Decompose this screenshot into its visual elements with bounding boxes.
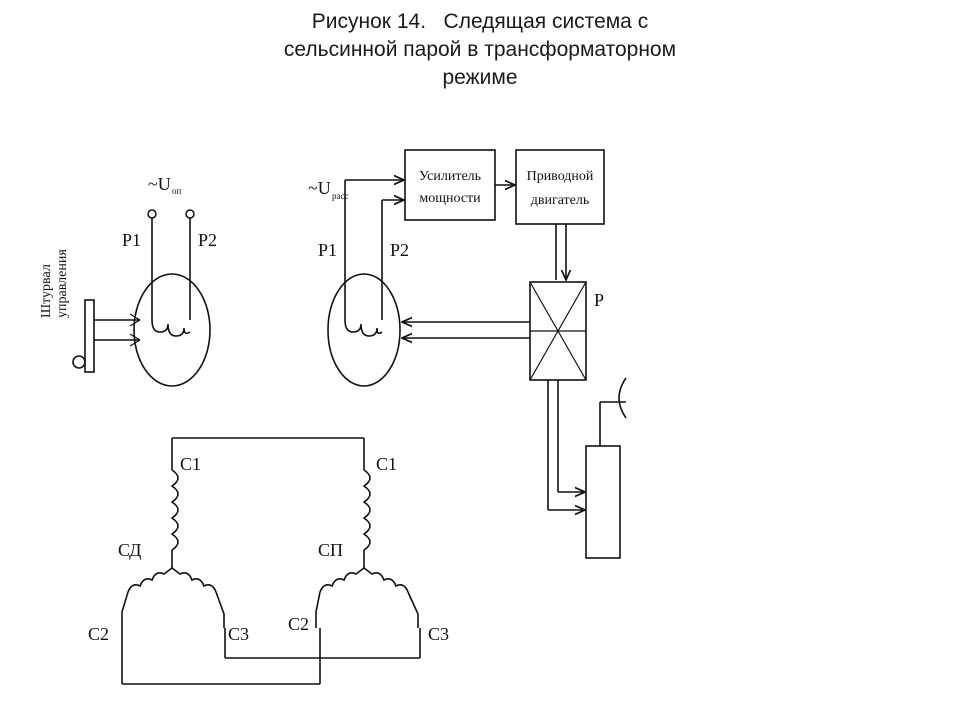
stator-wiring <box>121 437 421 685</box>
load-block <box>585 377 627 559</box>
steering-handle <box>84 299 95 373</box>
sp-c3-label: С3 <box>428 624 449 644</box>
rotor-right-circle <box>327 273 401 387</box>
title-line-3: режиме <box>442 66 518 89</box>
sp-c3-coil <box>363 567 419 628</box>
motor-block: Приводной двигатель <box>515 149 605 225</box>
mismatch-voltage-subscript: расс <box>332 191 348 201</box>
stator-sp: С1 СП С2 С3 <box>288 454 449 644</box>
sd-c1-coil <box>170 469 179 551</box>
rotor-transmitter: ~U оп Р1 Р2 <box>122 174 217 387</box>
sp-label: СП <box>318 540 343 560</box>
rotor-receiver: ~U расс Р1 Р2 <box>308 178 409 387</box>
rotor-left-p1-label: Р1 <box>122 230 141 250</box>
motor-label-line-1: Приводной <box>527 169 594 184</box>
terminal-p1-left <box>147 209 157 219</box>
slide-title: Рисунок 14. Следящая система с сельсинно… <box>180 8 780 92</box>
stator-sd: С1 СД С2 С3 <box>88 454 249 644</box>
title-line-1: Рисунок 14. Следящая система с <box>311 10 649 33</box>
amplifier-label-line-2: мощности <box>419 191 481 206</box>
sp-c1-label: С1 <box>376 454 397 474</box>
title-line-2: сельсинной парой в трансформаторном <box>283 38 677 61</box>
antenna-dish <box>618 377 627 419</box>
sd-c1-label: С1 <box>180 454 201 474</box>
amplifier-block: Усилитель мощности <box>404 149 496 221</box>
sp-c2-coil <box>315 567 365 628</box>
sp-c1-coil <box>362 469 371 551</box>
sd-c2-coil <box>121 567 173 628</box>
mismatch-voltage-label: ~U <box>308 178 331 198</box>
amplifier-label-line-1: Усилитель <box>419 169 481 184</box>
steering-wheel: Штурвал управления <box>39 249 141 373</box>
reducer-block: Р <box>529 281 604 381</box>
rotor-left-p2-label: Р2 <box>198 230 217 250</box>
steering-label-line-1: Штурвал <box>39 264 54 318</box>
rotor-right-winding <box>344 319 383 337</box>
terminal-p2-left <box>185 209 195 219</box>
reducer-label: Р <box>594 290 604 310</box>
sp-c2-label: С2 <box>288 614 309 634</box>
supply-voltage-subscript: оп <box>172 186 182 196</box>
rotor-right-p1-label: Р1 <box>318 240 337 260</box>
sd-c2-label: С2 <box>88 624 109 644</box>
rotor-right-p2-label: Р2 <box>390 240 409 260</box>
steering-label-line-2: управления <box>55 249 70 318</box>
sd-c3-coil <box>171 567 225 628</box>
steering-knob <box>72 355 86 369</box>
supply-voltage-label: ~U <box>148 174 171 194</box>
rotor-left-winding <box>151 319 191 337</box>
sd-c3-label: С3 <box>228 624 249 644</box>
rotor-left-circle <box>133 273 211 387</box>
motor-label-line-2: двигатель <box>531 193 590 208</box>
sd-label: СД <box>118 540 141 560</box>
